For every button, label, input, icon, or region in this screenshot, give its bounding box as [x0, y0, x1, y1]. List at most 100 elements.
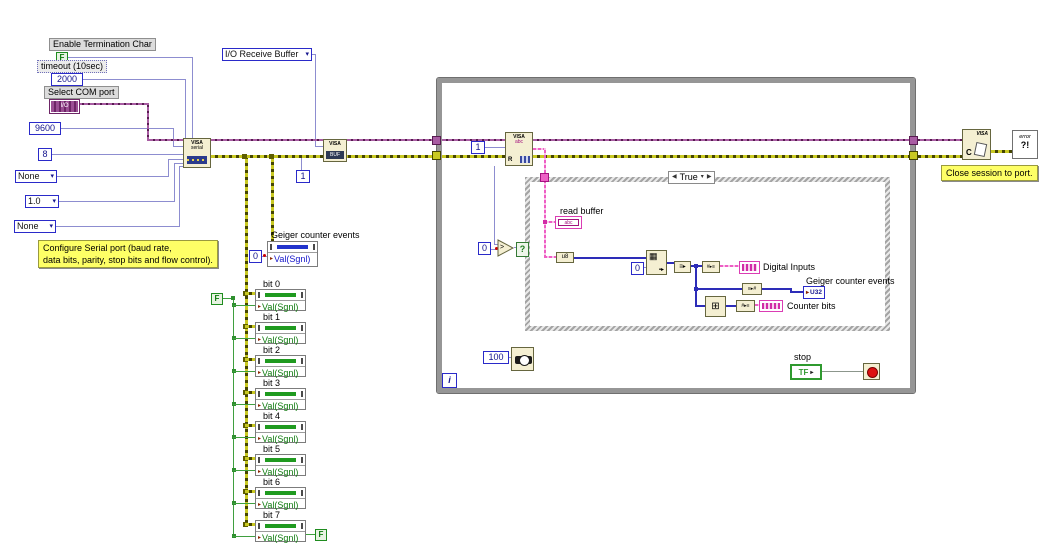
wait-ms-node[interactable]	[511, 347, 534, 371]
data-wire	[173, 128, 174, 147]
array-offset-constant[interactable]: 0	[631, 262, 644, 275]
bit-property-node[interactable]: ▸ Val(Sgnl)	[255, 421, 306, 444]
timeout-constant[interactable]: 2000	[51, 73, 83, 86]
bit-property-node[interactable]: ▸ Val(Sgnl)	[255, 487, 306, 510]
data-wire	[57, 201, 175, 202]
dropdown-icon: ▾	[52, 198, 56, 205]
visa-resource-constant[interactable]: I/O	[49, 99, 80, 114]
counter-bits-indicator[interactable]	[759, 300, 783, 312]
receive-buffer-icon: BUF	[326, 151, 344, 159]
parity-ring-constant[interactable]: None ▾	[15, 170, 57, 183]
bit-property-node[interactable]: ▸ Val(Sgnl)	[255, 388, 306, 411]
terminal-arrow-icon: ▸	[810, 369, 814, 376]
visa-read-node[interactable]: VISA abc R	[505, 132, 533, 166]
string-wire	[544, 148, 546, 258]
data-wire	[695, 265, 697, 307]
case-label[interactable]: ◀ True ▾ ▶	[668, 171, 716, 184]
indicator-end-mark	[258, 358, 260, 364]
array-subset-node[interactable]: ▦ ▪▸	[646, 250, 667, 275]
io-receive-buffer-ring[interactable]: I/O Receive Buffer ▾	[222, 48, 312, 61]
read-buffer-indicator[interactable]: abc	[555, 216, 582, 229]
error-wire	[245, 158, 248, 527]
case-dropdown-icon[interactable]: ▾	[700, 174, 704, 180]
number-to-bool-array-node[interactable]: #▸≡	[702, 261, 720, 273]
data-bits-constant[interactable]: 8	[38, 148, 52, 161]
index-array-node[interactable]: ≡▸	[674, 261, 691, 273]
case-name: True	[679, 172, 698, 182]
bit7-false-constant[interactable]: F	[315, 529, 327, 541]
indicator-end-mark	[270, 244, 272, 250]
iteration-terminal[interactable]: i	[442, 373, 457, 388]
bit-property-node[interactable]: ▸ Val(Sgnl)	[255, 520, 306, 543]
wire-junction	[694, 264, 698, 268]
data-wire	[174, 163, 183, 164]
coercion-dot	[263, 254, 266, 257]
visa-close-node[interactable]: VISA C	[962, 129, 991, 160]
string-to-byte-array-node[interactable]: u8	[556, 252, 574, 263]
wait-ms-constant[interactable]: 100	[483, 351, 509, 364]
digital-inputs-indicator[interactable]	[739, 261, 760, 274]
visa-configure-sub: serial	[191, 145, 203, 151]
number-to-bool-array-node2[interactable]: #▸≡	[736, 300, 755, 312]
visa-wire	[78, 103, 149, 105]
error-out-indicator[interactable]: error ?!	[1012, 130, 1038, 159]
case-prev-icon[interactable]: ◀	[672, 174, 677, 180]
data-wire	[173, 146, 183, 147]
buffer-size-constant[interactable]: 1	[296, 170, 310, 183]
bit-property-node[interactable]: ▸ Val(Sgnl)	[255, 322, 306, 345]
baud-rate-constant[interactable]: 9600	[29, 122, 61, 135]
indicator-end-mark	[258, 292, 260, 298]
property-write-arrow-icon: ▸	[258, 403, 262, 409]
boolean-wire	[306, 534, 315, 535]
bit-label: bit 7	[263, 510, 281, 520]
bit-property-node[interactable]: ▸ Val(Sgnl)	[255, 355, 306, 378]
enable-termination-label: Enable Termination Char	[49, 38, 156, 51]
bit-property-node[interactable]: ▸ Val(Sgnl)	[255, 289, 306, 312]
indicator-end-mark	[301, 523, 303, 529]
bit-property-node[interactable]: ▸ Val(Sgnl)	[255, 454, 306, 477]
stop-button-terminal[interactable]: TF ▸	[790, 364, 822, 380]
data-wire	[489, 249, 497, 250]
bits-false-constant[interactable]: F	[211, 293, 223, 305]
geiger-property-node[interactable]: ▸ Val(Sgnl)	[267, 241, 318, 267]
visa-configure-serial-node[interactable]: VISA serial	[183, 138, 211, 168]
bit-property-row: bit 0 ▸ Val(Sgnl)	[228, 279, 338, 312]
geiger-u32-indicator[interactable]: ▸ U32	[803, 286, 825, 299]
loop-condition-terminal[interactable]	[863, 363, 880, 380]
timeout-label: timeout (10sec)	[37, 60, 108, 73]
dropdown-icon: ▾	[49, 223, 53, 230]
compare-constant[interactable]: 0	[478, 242, 491, 255]
geiger-init-constant[interactable]: 0	[249, 250, 262, 263]
bit-property-row: bit 7 ▸ Val(Sgnl)	[228, 510, 338, 543]
property-write-arrow-icon: ▸	[258, 370, 262, 376]
flow-control-ring-constant[interactable]: None ▾	[14, 220, 56, 233]
property-write-arrow-icon: ▸	[258, 304, 262, 310]
join-numbers-node[interactable]: ⊞	[705, 296, 726, 317]
wire-junction	[269, 154, 274, 159]
bit-label: bit 2	[263, 345, 281, 355]
data-wire	[315, 146, 323, 147]
string-tunnel	[540, 173, 549, 182]
boolean-wire	[233, 371, 255, 372]
wire-junction	[694, 287, 698, 291]
greater-than-node[interactable]: >	[497, 239, 515, 257]
data-wire	[726, 305, 736, 307]
bit-label: bit 0	[263, 279, 281, 289]
case-next-icon[interactable]: ▶	[706, 174, 712, 180]
read-count-constant[interactable]: 1	[471, 141, 485, 154]
visa-close-c: C	[966, 148, 972, 157]
wire-junction	[543, 220, 547, 224]
indicator-bar	[265, 326, 296, 330]
visa-resource-text: I/O	[51, 101, 78, 112]
io-receive-buffer-text: I/O Receive Buffer	[225, 49, 299, 59]
indicator-bar	[265, 458, 296, 462]
bool-array-to-number-node[interactable]: ≡▸#	[742, 283, 762, 295]
stop-sign-icon	[867, 367, 878, 378]
error-wire	[533, 155, 910, 158]
stop-bits-ring-constant[interactable]: 1.0 ▾	[25, 195, 59, 208]
case-selector-terminal[interactable]: ?	[516, 242, 529, 257]
visa-property-node[interactable]: VISA BUF	[323, 139, 347, 162]
data-wire	[50, 154, 183, 155]
while-loop[interactable]	[436, 77, 916, 394]
